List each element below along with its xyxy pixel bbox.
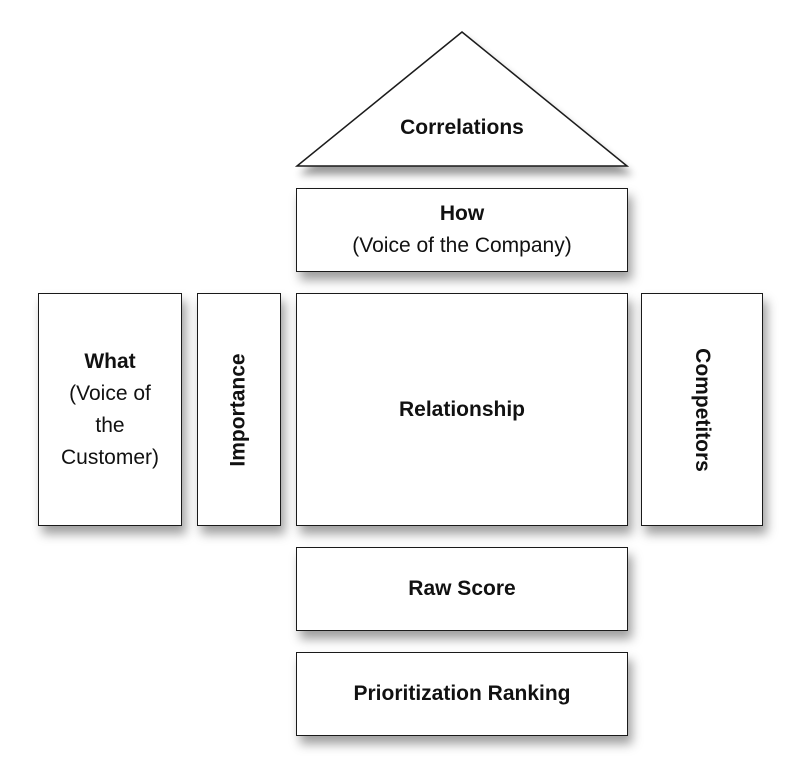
what-box: What (Voice of the Customer): [38, 293, 182, 526]
relationship-box: Relationship: [296, 293, 628, 526]
prioritization-box: Prioritization Ranking: [296, 652, 628, 736]
correlations-triangle: [294, 31, 630, 167]
importance-box: Importance: [197, 293, 281, 526]
relationship-label: Relationship: [398, 397, 525, 421]
correlations-roof: Correlations: [294, 31, 630, 167]
competitors-box: Competitors: [641, 293, 763, 526]
competitors-label: Competitors: [691, 347, 714, 472]
how-subtitle: (Voice of the Company): [352, 234, 572, 257]
what-subtitle-line-1: (Voice of: [69, 381, 151, 405]
importance-label: Importance: [227, 352, 251, 467]
prioritization-label: Prioritization Ranking: [353, 682, 571, 705]
raw-score-label: Raw Score: [408, 577, 516, 600]
what-title: What: [84, 349, 136, 373]
how-title: How: [439, 202, 485, 225]
raw-score-box: Raw Score: [296, 547, 628, 631]
what-subtitle-line-3: Customer): [60, 445, 160, 469]
correlations-label: Correlations: [400, 116, 524, 139]
how-box: How (Voice of the Company): [296, 188, 628, 272]
what-subtitle-line-2: the: [95, 413, 125, 437]
